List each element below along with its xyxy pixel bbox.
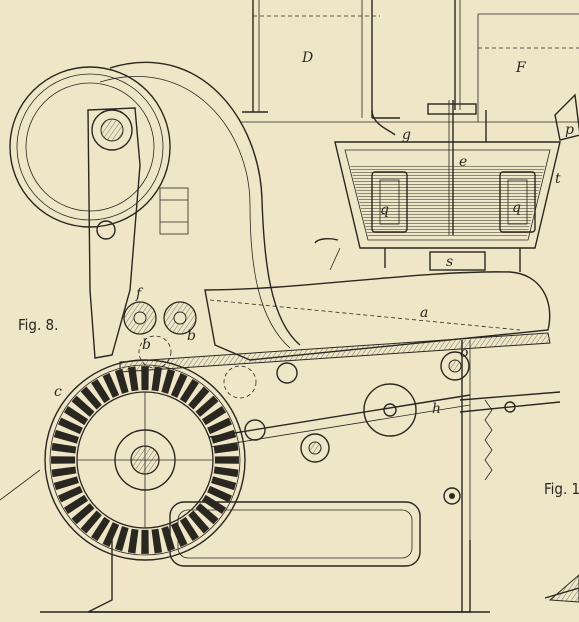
drum-blade: [211, 429, 237, 444]
drum-blade: [207, 417, 232, 435]
part-label-h: h: [432, 401, 441, 417]
part-label-o: o: [460, 345, 468, 361]
drum-blade: [91, 516, 111, 542]
part-label-b-right: b: [187, 328, 196, 344]
drum-blade: [201, 494, 227, 514]
part-label-t: t: [555, 171, 561, 187]
drum-blade: [71, 395, 95, 417]
part-label-c: c: [54, 384, 62, 400]
drum-blade: [71, 503, 95, 525]
drum-blade: [51, 466, 77, 478]
drum-blade: [127, 528, 139, 554]
drum-blade: [170, 522, 188, 547]
part-label-q-right: q: [512, 200, 521, 216]
part-label-D: D: [301, 50, 313, 66]
drum-blade: [179, 378, 199, 404]
drum-blade: [207, 485, 232, 503]
drum-blade: [58, 485, 83, 503]
base-frame: [0, 340, 579, 613]
pulley-cluster: [159, 351, 561, 505]
feed-rollers: [123, 301, 197, 369]
drum-blade: [170, 373, 188, 398]
drum-blade: [195, 395, 219, 417]
drum-blade: [213, 442, 239, 454]
upper-frame: [240, 0, 579, 123]
drum-blade: [63, 406, 89, 426]
part-label-f: f: [135, 286, 144, 302]
drum-blade: [80, 386, 102, 410]
drum-blade: [102, 522, 120, 547]
drum-blade: [91, 378, 111, 404]
drum-blade: [53, 429, 79, 444]
part-label-q-left: q: [380, 202, 389, 218]
part-label-F: F: [515, 60, 527, 76]
part-label-g: g: [402, 127, 411, 143]
tub: [314, 93, 579, 272]
drum-blade: [141, 529, 149, 554]
drum-blade: [151, 528, 163, 554]
part-label-e: e: [459, 154, 467, 170]
part-labels: D F a b b c f h o p q q t s e g: [54, 50, 574, 417]
drum-blade: [188, 510, 210, 534]
drum-blade: [127, 366, 139, 392]
drum-blade: [102, 373, 120, 398]
knife-drum: [44, 359, 246, 561]
drum-blade: [63, 494, 89, 514]
drum-blade: [53, 476, 79, 491]
part-label-a: a: [420, 305, 428, 321]
drum-blade: [51, 456, 76, 464]
drum-blade: [195, 503, 219, 525]
drum-blade: [214, 456, 239, 464]
drum-blade: [151, 366, 163, 392]
drum-blade: [201, 406, 227, 426]
part-label-p: p: [565, 122, 574, 138]
flywheel: [9, 66, 171, 228]
drum-blade: [51, 442, 77, 454]
figure-label-side: Fig. 1: [544, 480, 579, 498]
part-label-b-left: b: [142, 337, 151, 353]
drum-blade: [141, 366, 149, 391]
figure-label-main: Fig. 8.: [18, 316, 58, 334]
lever-arm: [87, 107, 189, 359]
drum-blade: [80, 510, 102, 534]
drum-blade: [58, 417, 83, 435]
drum-blade: [188, 386, 210, 410]
drum-blade: [179, 516, 199, 542]
drum-blade: [211, 476, 237, 491]
drum-blade: [213, 466, 239, 478]
drum-blade: [161, 526, 176, 552]
part-label-s: s: [446, 254, 453, 270]
drum-blade: [114, 368, 129, 394]
drum-blade: [161, 368, 176, 394]
drum-blade: [114, 526, 129, 552]
